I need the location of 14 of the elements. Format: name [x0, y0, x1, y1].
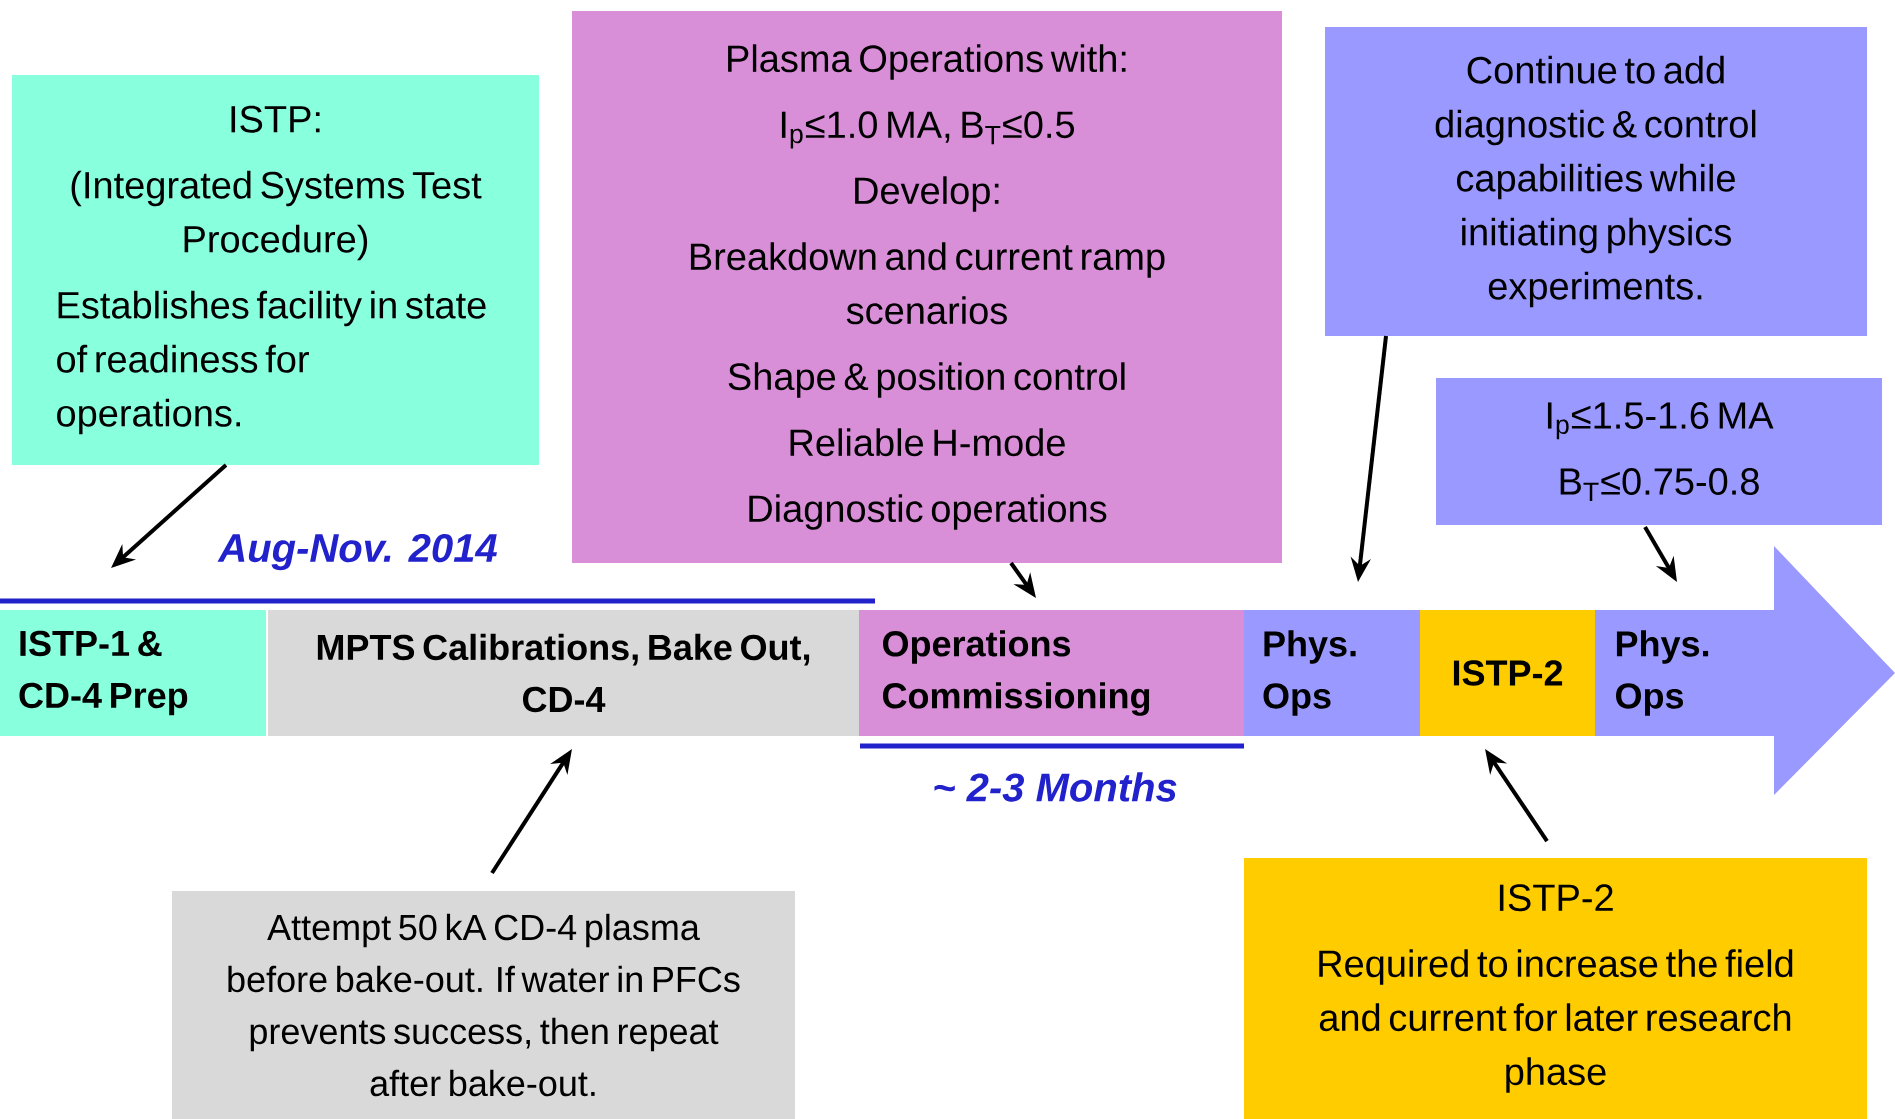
note-box: Continue to add diagnostic & control capabilities while initiating physics experiments. — [1325, 27, 1867, 336]
timeline-segment: ISTP-2 — [1420, 610, 1595, 736]
timeline-segment: ISTP-1 & CD-4 Prep — [0, 610, 266, 736]
timeline-segment: Phys. Ops — [1244, 610, 1420, 736]
note-box: Plasma Operations with: I$_{p}$≤1.0 MA, B$_{T}$≤0.5 Develop: Breakdown and current ramp scenarios Shape & position control Reliable H-mode Diagnostic operations — [572, 11, 1282, 563]
note-box: ISTP-2 Required to increase the field and current for later research phase — [1244, 858, 1867, 1119]
timeline-segment: MPTS Calibrations, Bake Out, CD-4 — [268, 610, 859, 736]
duration-label: ~ 2-3 Months — [934, 772, 1177, 802]
note-box: I$_{p}$≤1.5-1.6 MA B$_{T}$≤0.75-0.8 — [1436, 378, 1882, 525]
timeline-segment: Phys. Ops — [1595, 546, 1895, 795]
duration-label: Aug-Nov. 2014 — [217, 533, 497, 571]
note-box: Attempt 50 kA CD-4 plasma before bake-out. If water in PFCs prevents success, then repeat after bake-out. — [172, 891, 795, 1119]
note-box: ISTP: (Integrated Systems Test Procedure) Establishes facility in state of readiness for operations. — [12, 75, 539, 465]
timeline-segment: Operations Commissioning — [859, 610, 1244, 736]
